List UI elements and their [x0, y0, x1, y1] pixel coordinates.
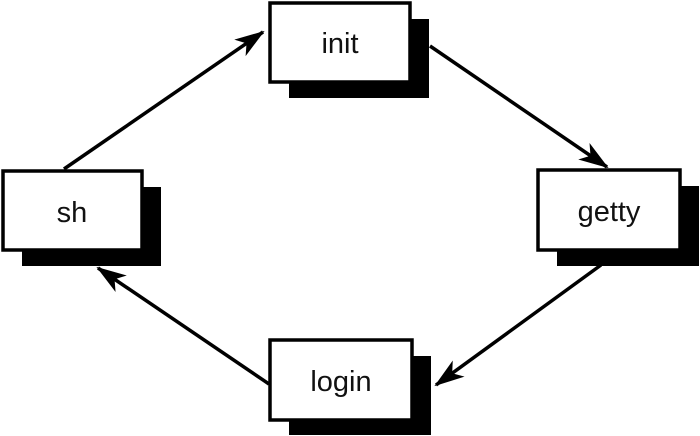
node-init-label: init	[321, 28, 358, 60]
node-getty-label: getty	[578, 196, 641, 228]
node-login-box	[268, 338, 414, 422]
edge-init-to-getty	[429, 44, 609, 169]
node-sh-box	[1, 169, 144, 252]
node-login-label: login	[310, 366, 371, 398]
node-sh: sh	[1, 169, 161, 266]
node-init: init	[268, 1, 429, 98]
node-init-box	[268, 1, 412, 84]
edge-sh-to-init	[63, 30, 265, 171]
node-getty: getty	[536, 168, 699, 266]
node-getty-box	[536, 168, 682, 252]
node-sh-label: sh	[57, 197, 88, 229]
edges	[63, 30, 609, 387]
edge-login-to-sh	[96, 266, 270, 386]
edge-getty-to-login	[434, 263, 603, 387]
node-login: login	[268, 338, 431, 435]
